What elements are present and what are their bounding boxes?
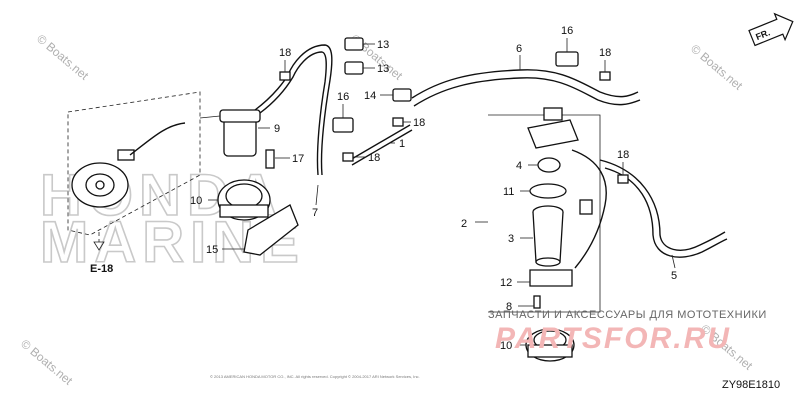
watermark-boats-bottom-left: © Boats.net (18, 337, 76, 389)
callout-6: 6 (516, 43, 522, 55)
copyright-line: © 2013 AMERICAN HONDA MOTOR CO., INC. Al… (210, 374, 420, 379)
watermark-boats-right: © Boats.net (688, 42, 746, 94)
callout-3: 3 (508, 233, 514, 245)
clip-18-right (617, 174, 629, 184)
callout-5: 5 (671, 270, 677, 282)
callout-2: 2 (461, 218, 467, 230)
hose-5-outer (604, 167, 728, 258)
clip-18-top-right (599, 71, 611, 81)
callout-15: 15 (206, 244, 218, 256)
fuel-pump-body (71, 149, 135, 208)
fuel-filter-small (199, 109, 261, 157)
fuel-line-1 (349, 124, 411, 161)
callout-1: 1 (399, 138, 405, 150)
separator-head (527, 107, 579, 149)
leader-7 (315, 184, 319, 206)
callout-16-right: 16 (561, 25, 573, 37)
callout-8: 8 (506, 301, 512, 313)
callout-18-top-right: 18 (599, 47, 611, 59)
hose-6 (411, 69, 639, 99)
callout-7: 7 (312, 207, 318, 219)
front-direction-arrow: FR. (748, 12, 794, 47)
leader-5 (671, 254, 676, 269)
hose-7-outer (259, 51, 327, 176)
callout-10-bottom: 10 (500, 340, 512, 352)
part-11-oring (529, 183, 567, 199)
callout-10-left: 10 (190, 195, 202, 207)
clip-18-top (279, 71, 291, 81)
callout-16-left: 16 (337, 91, 349, 103)
diagram-code: ZY98E1810 (722, 379, 780, 391)
hose-5 (599, 159, 726, 251)
part-4-seal (537, 157, 561, 173)
part-3-filter-cup (532, 205, 564, 267)
callout-13-lower: 13 (377, 63, 389, 75)
callout-17: 17 (292, 153, 304, 165)
part-10-housing-left (217, 179, 271, 221)
callout-12: 12 (500, 277, 512, 289)
callout-18-top: 18 (279, 47, 291, 59)
clip-13-lower (344, 61, 364, 75)
callout-18-mid-low: 18 (368, 152, 380, 164)
clip-16-right (555, 51, 579, 67)
part-12-band (529, 269, 573, 287)
callout-18-mid-high: 18 (413, 117, 425, 129)
callout-18-right: 18 (617, 149, 629, 161)
reference-label: E-18 (90, 263, 113, 275)
callout-11: 11 (503, 186, 514, 198)
part-8-bolt (533, 295, 541, 309)
hose-6-outer (413, 77, 641, 107)
callout-14: 14 (364, 90, 376, 102)
clip-18-mid-low (342, 152, 354, 162)
callout-4: 4 (516, 160, 522, 172)
sensor-wire (571, 149, 607, 269)
watermark-boats-left: © Boats.net (34, 32, 92, 84)
pump-hose (129, 122, 186, 156)
reference-arrow (93, 232, 105, 251)
part-10-housing-bottom (525, 328, 575, 362)
wire-connector (579, 199, 593, 215)
clip-18-mid-high (392, 117, 404, 127)
promo-site: PARTSFOR.RU (495, 322, 731, 355)
part-17-bolt (265, 149, 275, 169)
clip-14 (392, 88, 412, 102)
clip-13-upper (344, 37, 364, 51)
callout-9: 9 (274, 123, 280, 135)
fuel-line-1-b (351, 129, 413, 166)
part-15-bracket (243, 204, 299, 256)
promo-text: ЗАПЧАСТИ И АКСЕССУАРЫ ДЛЯ МОТОТЕХНИКИ (488, 309, 767, 321)
callout-13-upper: 13 (377, 39, 389, 51)
clip-16-left (332, 117, 354, 133)
